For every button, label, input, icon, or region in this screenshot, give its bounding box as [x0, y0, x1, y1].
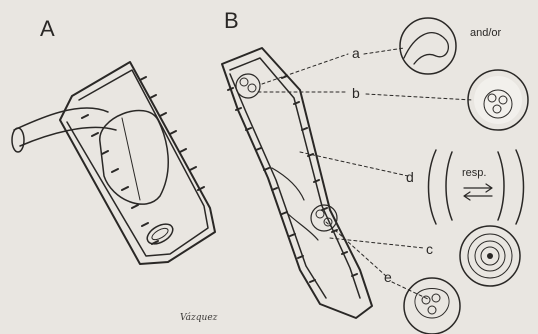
- cross-section-b: [468, 70, 528, 130]
- panel-label-a: A: [40, 16, 55, 41]
- artist-signature: Vázquez: [180, 312, 218, 323]
- callout-c: c: [426, 241, 433, 257]
- panel-a-trachea-with-cuff: Vázquez: [12, 62, 218, 323]
- leader-lines: [258, 48, 472, 300]
- cross-section-e: [404, 278, 460, 334]
- cross-section-d-resp: [429, 150, 524, 224]
- cross-section-a: [400, 18, 456, 74]
- panel-label-b: B: [224, 8, 239, 33]
- callout-e: e: [384, 269, 392, 285]
- callout-d: d: [406, 169, 414, 185]
- cross-section-c: [460, 226, 520, 286]
- panel-b-trachea-lesions: [222, 48, 372, 318]
- callout-b: b: [352, 85, 360, 101]
- resp-note: resp.: [462, 167, 486, 179]
- callout-a: a: [352, 45, 360, 61]
- and-or-note: and/or: [470, 27, 502, 39]
